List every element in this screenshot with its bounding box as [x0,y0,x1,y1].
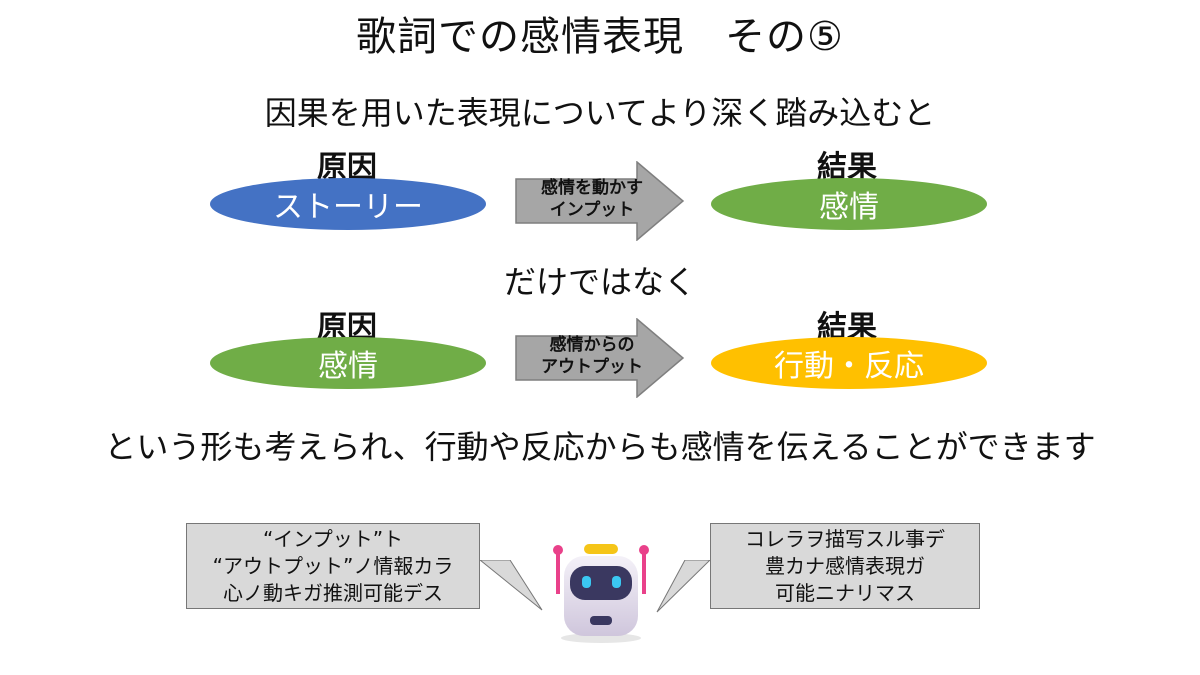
speech-bubble-right: コレラヲ描写スル事デ 豊カナ感情表現ガ 可能ニナリマス [710,523,980,609]
cause-ellipse: 感情 [210,337,486,389]
arrow-text: 感情を動かす インプット [522,177,662,221]
effect-ellipse: 行動・反応 [711,337,987,389]
bubble-line: 可能ニナリマス [775,581,915,605]
bubble-tail-left [480,560,543,611]
effect-value: 感情 [819,190,879,225]
bubble-line: コレラヲ描写スル事デ [745,527,945,551]
effect-value: 行動・反応 [774,349,924,384]
arrow-text-line: 感情を動かす [541,178,643,198]
page-title: 歌詞での感情表現 その⑤ [356,14,844,60]
effect-ellipse: 感情 [711,178,987,230]
middle-text: だけではなく [503,263,696,301]
bubble-line: “インプット”ト [262,527,404,551]
subtitle: 因果を用いた表現についてより深く踏み込むと [264,94,936,132]
bubble-line: 豊カナ感情表現ガ [765,554,925,578]
arrow-text-line: インプット [549,200,635,220]
conclusion-text: という形も考えられ、行動や反応からも感情を伝えることができます [104,428,1096,466]
input-arrow [515,161,685,241]
arrow-text-line: 感情からの [549,335,635,355]
speech-bubble-left: “インプット”ト “アウトプット”ノ情報カラ 心ノ動キガ推測可能デス [186,523,480,609]
arrow-text-line: アウトプット [541,357,643,377]
output-arrow [515,318,685,398]
bubble-tail-right [656,560,711,613]
cause-value: ストーリー [273,190,423,225]
bubble-line: “アウトプット”ノ情報カラ [212,554,454,578]
robot-icon [553,544,649,643]
bubble-line: 心ノ動キガ推測可能デス [223,581,443,605]
arrow-text: 感情からの アウトプット [522,334,662,378]
cause-ellipse: ストーリー [210,178,486,230]
cause-value: 感情 [318,349,378,384]
